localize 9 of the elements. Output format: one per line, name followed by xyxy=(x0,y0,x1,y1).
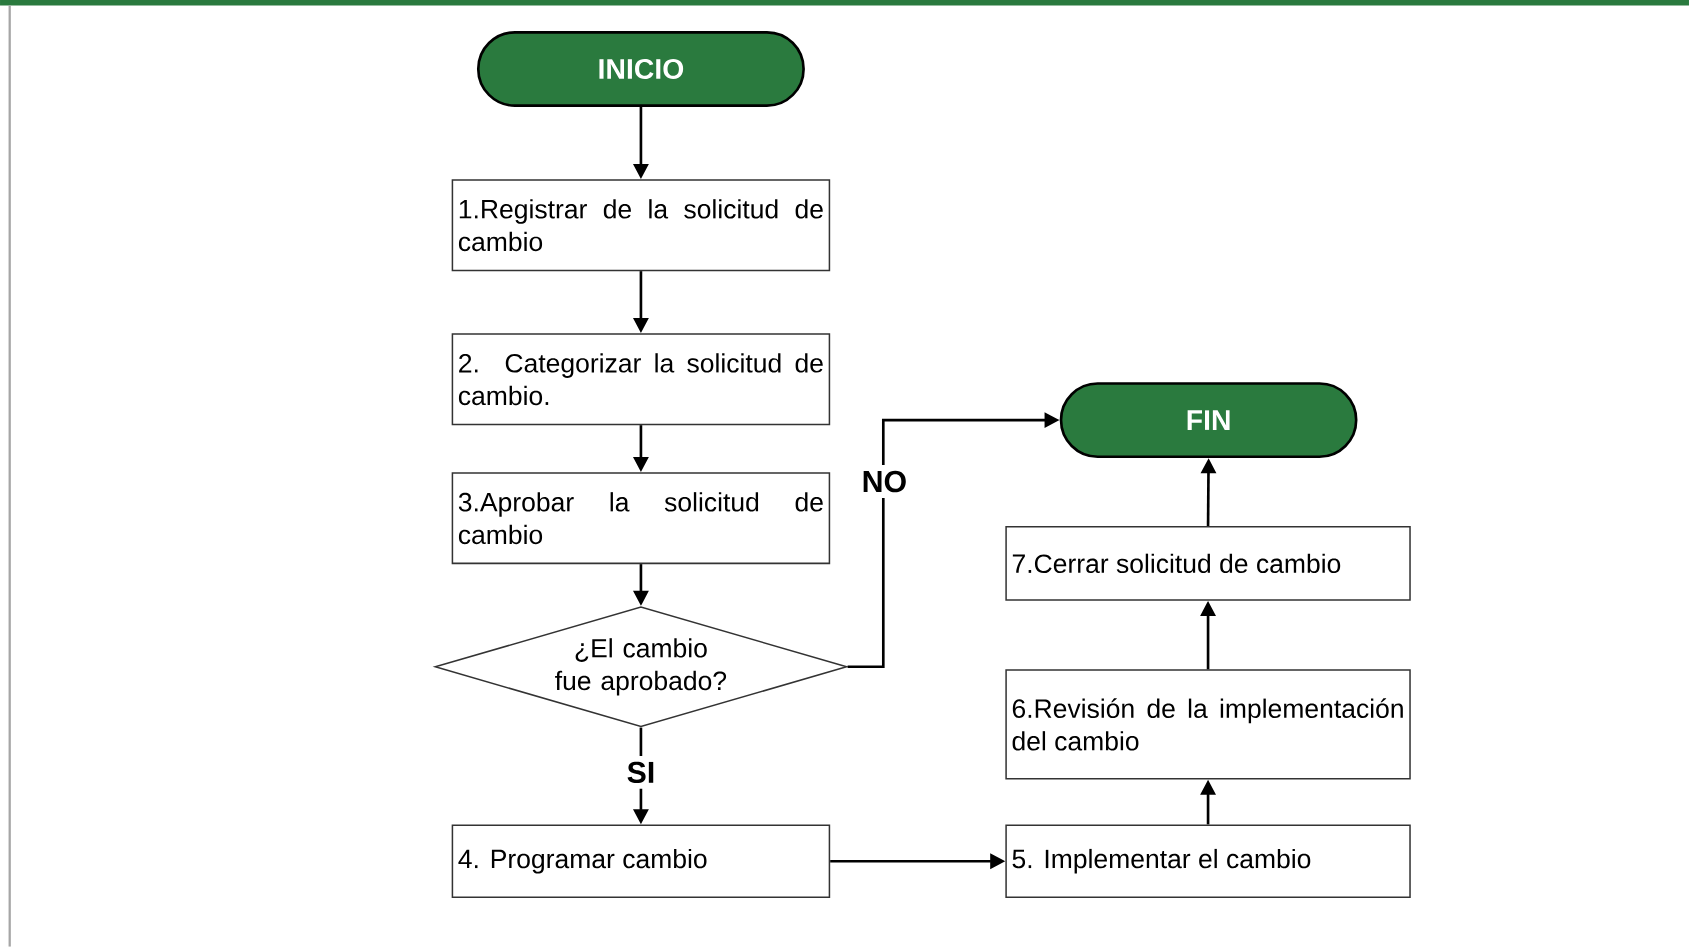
edge-label: SI xyxy=(620,756,661,789)
process-box: 5. Implementar el cambio xyxy=(1005,824,1411,899)
process-box: 2. Categorizar la solicitud de cambio. xyxy=(451,333,831,426)
process-box: 1.Registrar de la solicitud de cambio xyxy=(451,179,831,272)
process-box: 3.Aprobar la solicitud de cambio xyxy=(451,472,831,565)
process-box: 4. Programar cambio xyxy=(451,824,831,899)
edge-label: NO xyxy=(855,465,913,498)
process-box: 6.Revisión de la implementación del cambio xyxy=(1005,669,1411,780)
process-box: 7.Cerrar solicitud de cambio xyxy=(1005,526,1411,601)
